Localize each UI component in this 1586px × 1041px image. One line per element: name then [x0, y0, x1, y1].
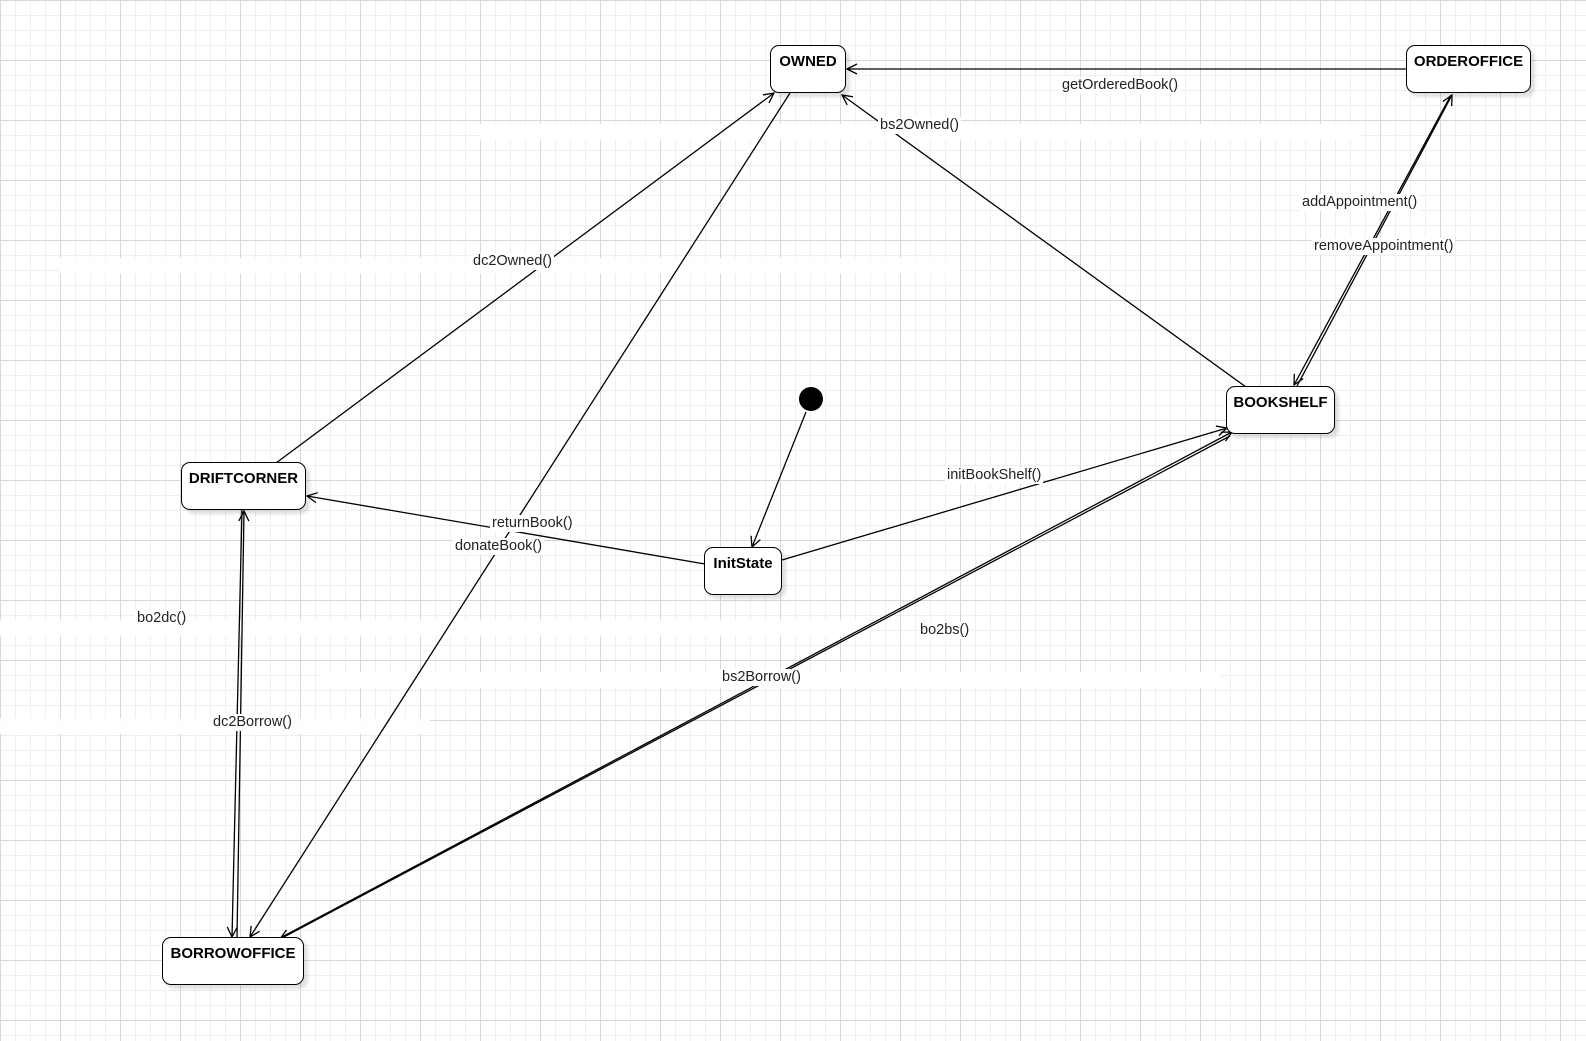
edge-initbookshelf	[781, 428, 1227, 561]
label-bo2dc: bo2dc()	[135, 610, 189, 627]
initial-state-dot[interactable]	[799, 387, 823, 411]
state-initstate[interactable]: InitState	[704, 547, 782, 595]
label-returnbook: returnBook()	[490, 515, 575, 532]
edge-bs2borrow	[280, 435, 1231, 939]
state-bookshelf[interactable]: BOOKSHELF	[1226, 386, 1335, 434]
label-bs2owned: bs2Owned()	[878, 117, 961, 134]
label-dc2owned: dc2Owned()	[471, 253, 554, 270]
label-dc2borrow: dc2Borrow()	[211, 714, 294, 731]
edge-dc2owned	[275, 93, 774, 464]
label-bs2borrow: bs2Borrow()	[720, 669, 803, 686]
state-orderoffice[interactable]: ORDEROFFICE	[1406, 45, 1531, 93]
label-getorderedbook: getOrderedBook()	[1060, 77, 1181, 94]
label-donatebook: donateBook()	[453, 538, 545, 555]
state-driftcorner[interactable]: DRIFTCORNER	[181, 462, 306, 510]
label-bo2bs: bo2bs()	[918, 622, 972, 639]
edge-bs2owned	[842, 95, 1247, 388]
label-removeappointment: removeAppointment()	[1312, 238, 1456, 255]
overlay-band	[0, 620, 860, 636]
label-initbookshelf: initBookShelf()	[945, 467, 1044, 484]
edge-initial	[752, 411, 807, 547]
label-addappointment: addAppointment()	[1300, 194, 1420, 211]
state-borrowoffice[interactable]: BORROWOFFICE	[162, 937, 304, 985]
state-owned[interactable]: OWNED	[770, 45, 846, 93]
